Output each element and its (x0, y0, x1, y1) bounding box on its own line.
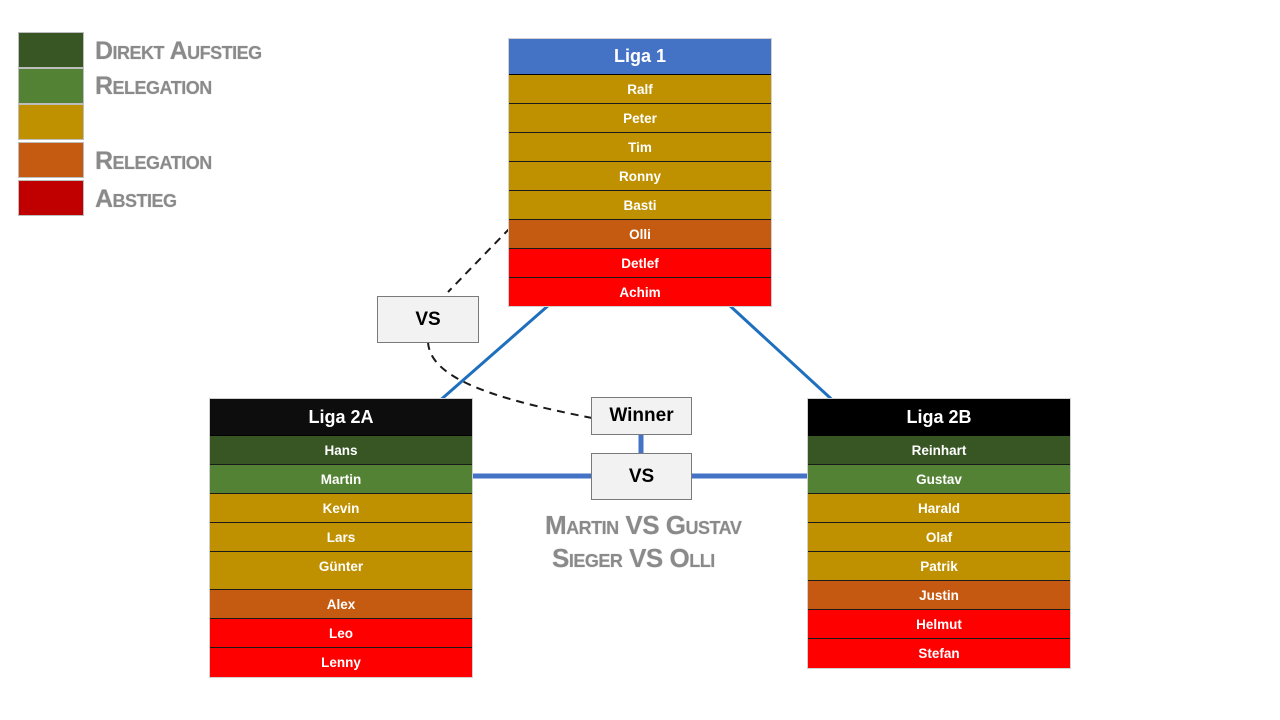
liga1-row-3: Tim (509, 133, 771, 162)
league-liga2a: Liga 2A Hans Martin Kevin Lars Günter Al… (209, 398, 473, 678)
liga2a-row-4: Lars (210, 523, 472, 552)
liga1-row-8: Achim (509, 278, 771, 306)
liga1-row-1: Ralf (509, 75, 771, 104)
liga2a-row-3: Kevin (210, 494, 472, 523)
caption-match-2: Sieger VS Olli (552, 543, 715, 573)
league-liga1: Liga 1 Ralf Peter Tim Ronny Basti Olli D… (508, 38, 772, 307)
liga2b-row-4: Olaf (808, 523, 1070, 552)
liga2b-row-3: Harald (808, 494, 1070, 523)
legend-swatch-direkt-aufstieg (18, 32, 84, 68)
winner-box: Winner (591, 397, 692, 435)
liga2b-row-1: Reinhart (808, 436, 1070, 465)
caption-match-1: Martin VS Gustav (545, 510, 742, 540)
liga1-row-5: Basti (509, 191, 771, 220)
liga2b-row-7: Helmut (808, 610, 1070, 639)
liga2a-row-8: Lenny (210, 648, 472, 677)
legend-swatch-relegation-up (18, 68, 84, 104)
liga2b-row-8: Stefan (808, 639, 1070, 668)
legend-label-relegation-up: Relegation (95, 72, 212, 100)
liga1-row-4: Ronny (509, 162, 771, 191)
legend-swatch-relegation-down (18, 142, 84, 178)
liga2b-row-2: Gustav (808, 465, 1070, 494)
liga2a-row-1: Hans (210, 436, 472, 465)
league-liga1-title: Liga 1 (509, 39, 771, 75)
legend-label-abstieg: Abstieg (95, 185, 177, 213)
liga2a-row-6: Alex (210, 590, 472, 619)
vs-box-left: VS (377, 296, 479, 343)
legend-swatch-mid (18, 104, 84, 140)
legend-swatch-abstieg (18, 180, 84, 216)
league-liga2b-title: Liga 2B (808, 399, 1070, 436)
liga2b-row-6: Justin (808, 581, 1070, 610)
league-liga2a-title: Liga 2A (210, 399, 472, 436)
league-liga2b: Liga 2B Reinhart Gustav Harald Olaf Patr… (807, 398, 1071, 669)
legend-label-relegation-down: Relegation (95, 147, 212, 175)
vs-box-center: VS (591, 453, 692, 500)
legend-label-direkt-aufstieg: Direkt Aufstieg (95, 37, 262, 65)
liga2a-row-2: Martin (210, 465, 472, 494)
liga2b-row-5: Patrik (808, 552, 1070, 581)
liga1-row-7: Detlef (509, 249, 771, 278)
liga1-row-2: Peter (509, 104, 771, 133)
liga1-row-6: Olli (509, 220, 771, 249)
liga2a-row-7: Leo (210, 619, 472, 648)
liga2a-row-5: Günter (210, 552, 472, 590)
